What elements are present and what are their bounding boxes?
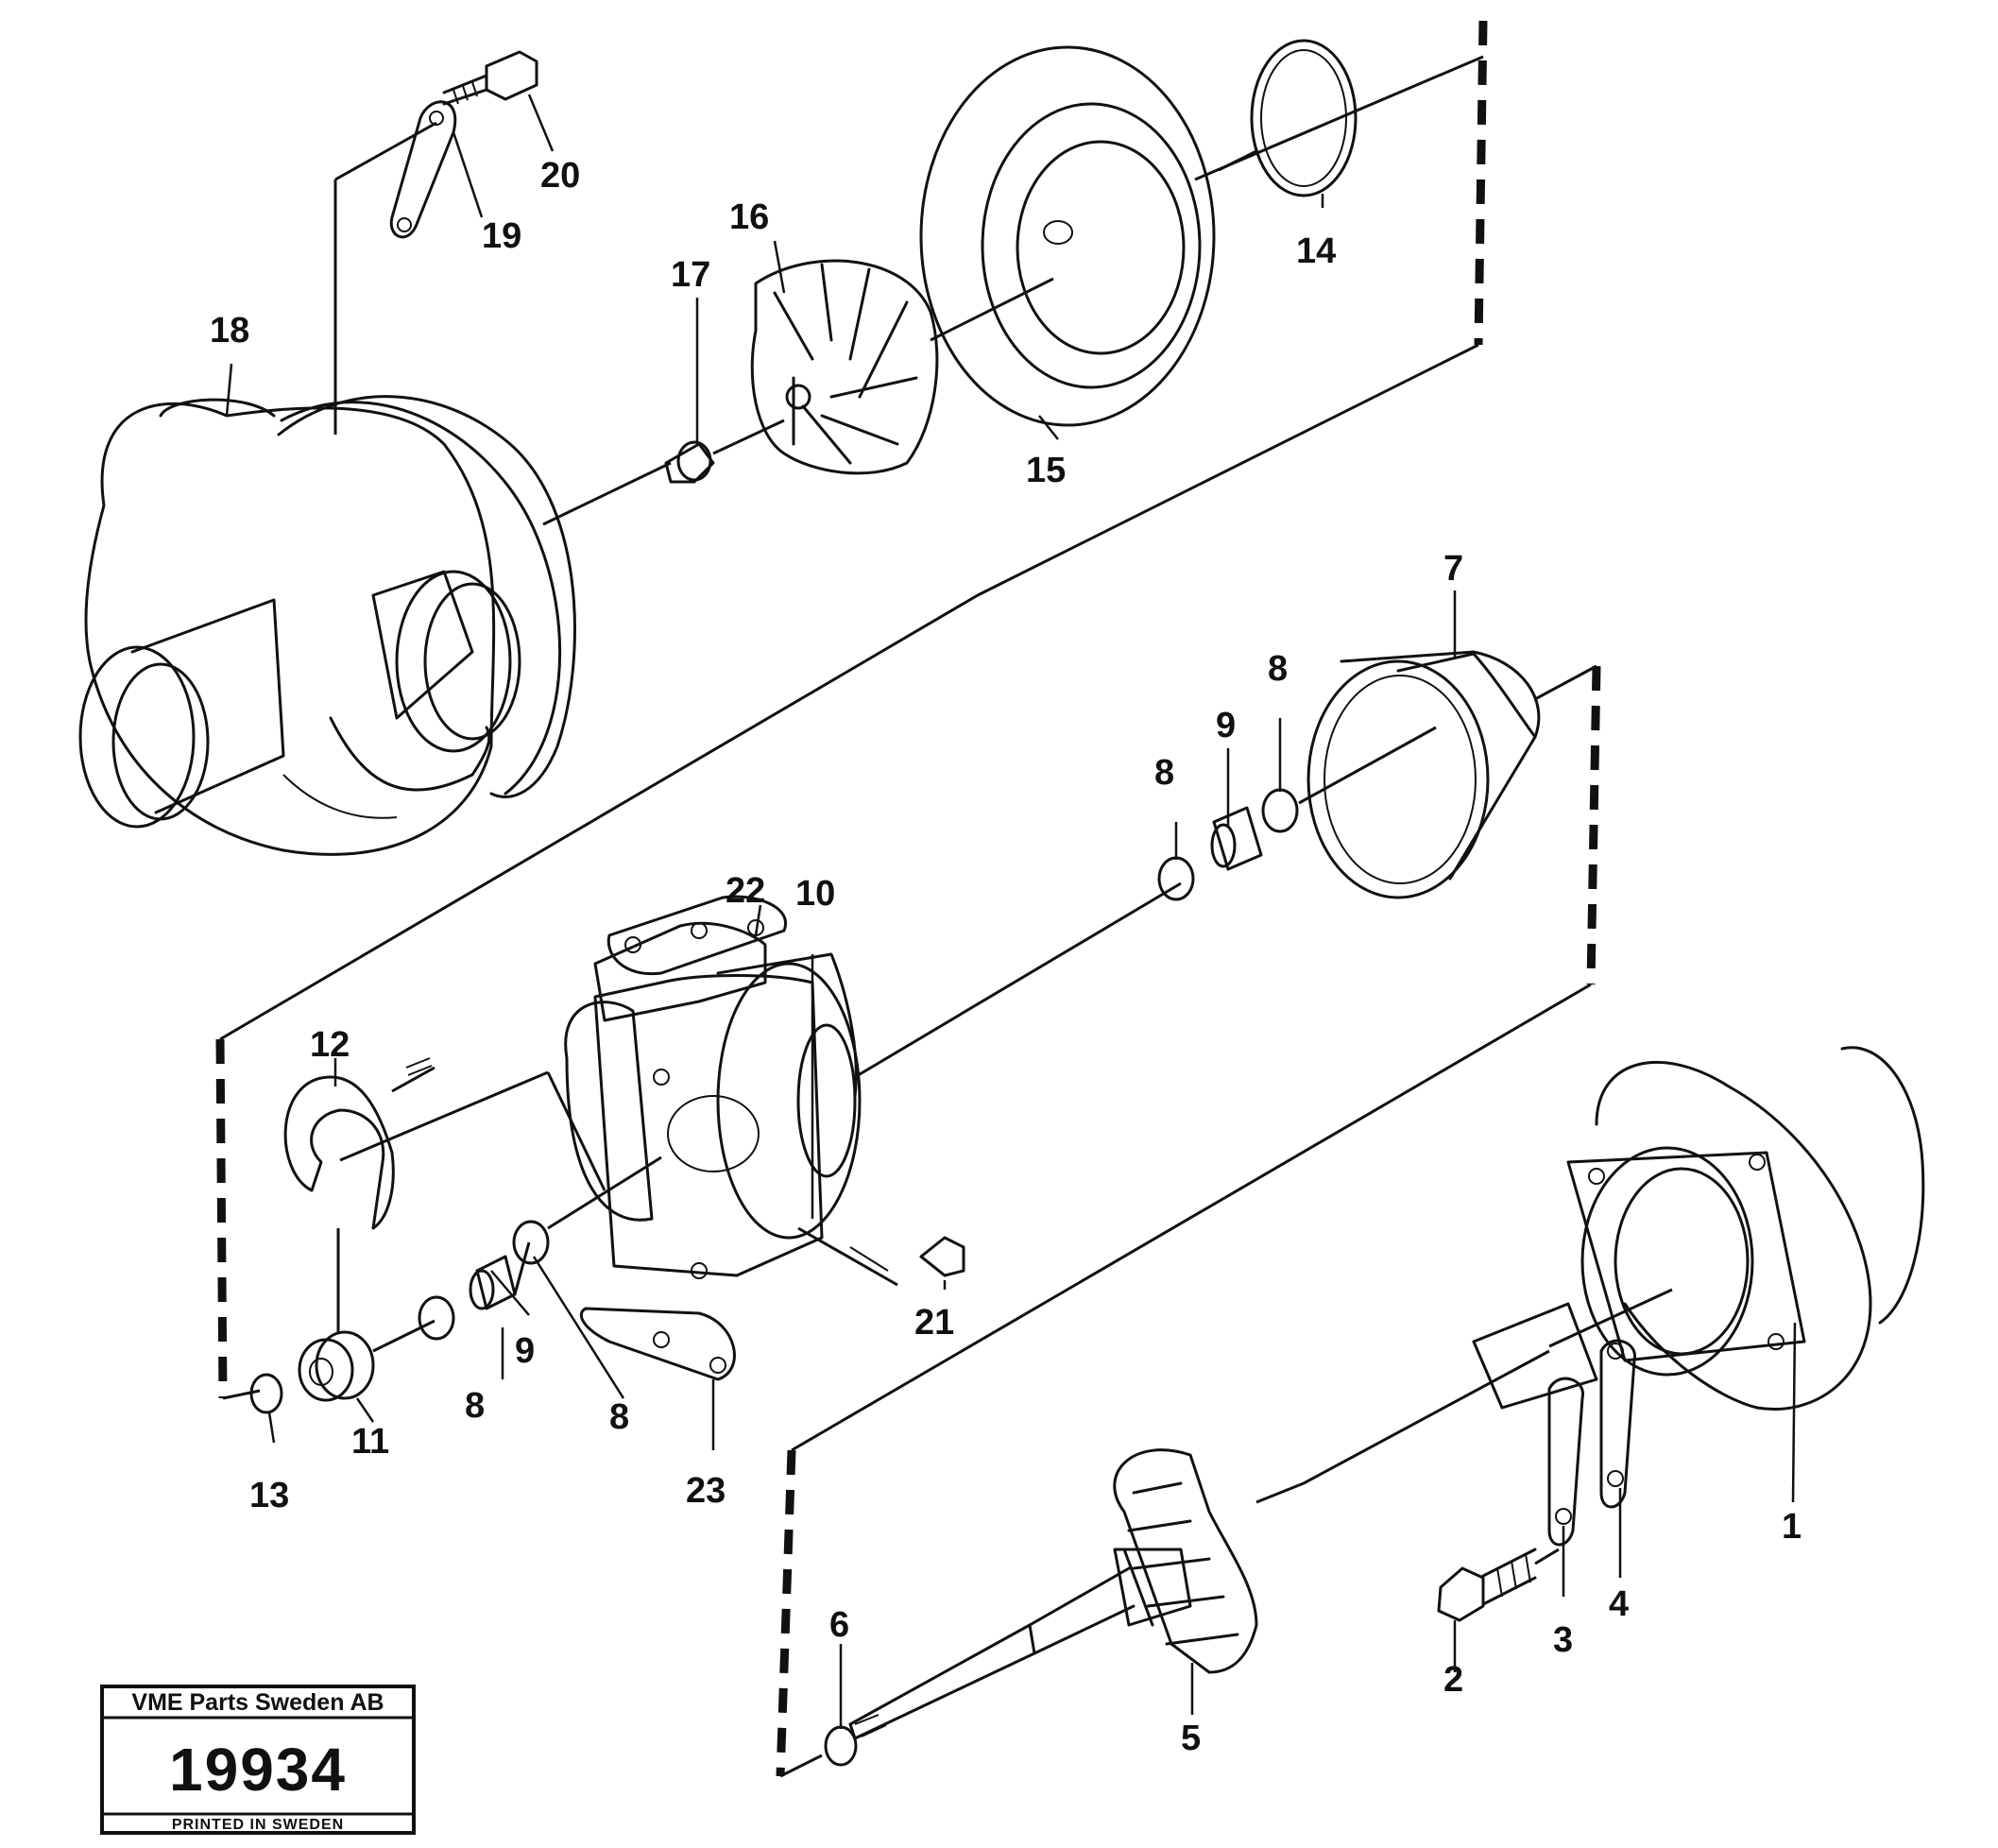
o-ring: [1250, 39, 1358, 197]
callout-22: 22: [726, 871, 765, 911]
callout-17: 17: [671, 255, 710, 295]
back-plate: [919, 45, 1257, 427]
bearing-housing: [564, 881, 1182, 1287]
title-block-company: VME Parts Sweden AB: [131, 1689, 384, 1716]
callout-7: 7: [1443, 549, 1463, 589]
callout-16: 16: [729, 197, 769, 237]
gasket-top: [606, 895, 788, 976]
assembly-boundary-lines: [215, 20, 1601, 1777]
callout-8-right-lower: 8: [1154, 753, 1174, 793]
callout-8-right-upper: 8: [1268, 649, 1288, 689]
callout-15: 15: [1026, 451, 1066, 490]
title-block-printed: PRINTED IN SWEDEN: [172, 1817, 344, 1833]
callout-numbers: 1 2 3 4 5 6 7 8 8 8 8 9 9 10 11 12 13 14…: [210, 156, 1802, 1758]
callout-21: 21: [914, 1303, 954, 1343]
bolt-small: [442, 50, 538, 106]
title-block: VME Parts Sweden AB 19934 PRINTED IN SWE…: [100, 1685, 416, 1835]
circlip-6: [824, 1725, 858, 1767]
callout-3: 3: [1553, 1620, 1573, 1660]
compressor-seal-ring: [277, 121, 672, 798]
gasket-bottom: [579, 1307, 736, 1381]
callout-19: 19: [482, 216, 521, 256]
compressor-housing: [78, 398, 562, 856]
callout-12: 12: [310, 1025, 350, 1065]
hex-bolt: [1437, 1548, 1560, 1622]
turbine-rotor-shaft: [848, 1448, 1305, 1740]
lock-tab-3: [1547, 1377, 1584, 1547]
callout-20: 20: [540, 156, 580, 196]
callout-14: 14: [1296, 231, 1336, 271]
lock-nut: [664, 419, 785, 484]
callout-2: 2: [1443, 1660, 1463, 1700]
callout-9-right: 9: [1216, 706, 1236, 745]
clamp-plate: [389, 100, 457, 239]
callout-8-left-b: 8: [609, 1397, 629, 1437]
circlip-13: [249, 1373, 283, 1414]
callout-9-left: 9: [515, 1331, 535, 1371]
assembly-guide-lines: [219, 55, 1597, 1778]
thrust-collar: [298, 1228, 435, 1402]
thrust-plate: [283, 1057, 435, 1230]
callout-23: 23: [686, 1471, 726, 1511]
callout-13: 13: [249, 1476, 289, 1515]
heat-shield: [1306, 650, 1541, 899]
turbine-housing: [1303, 1046, 1925, 1485]
callout-10: 10: [795, 874, 835, 914]
callout-1: 1: [1782, 1507, 1802, 1547]
callout-4: 4: [1609, 1584, 1629, 1624]
compressor-wheel: [750, 259, 1054, 475]
callout-leader-lines: [225, 94, 1797, 1729]
callout-11: 11: [351, 1422, 389, 1462]
lock-tab-4: [1599, 1339, 1636, 1509]
screw-21: [849, 1236, 965, 1277]
callout-5: 5: [1181, 1719, 1201, 1758]
callout-18: 18: [210, 311, 249, 351]
callout-8-left-a: 8: [465, 1386, 485, 1426]
title-block-drawing-number: 19934: [169, 1736, 347, 1804]
callout-6: 6: [829, 1605, 849, 1645]
